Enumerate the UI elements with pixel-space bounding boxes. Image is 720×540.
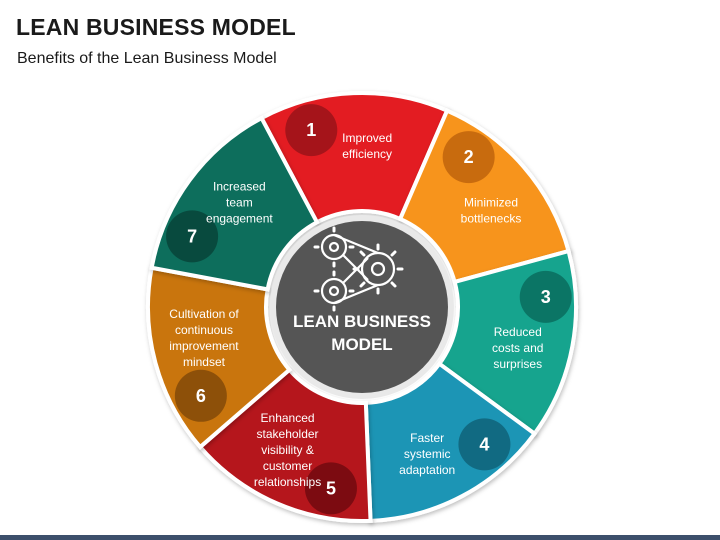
- cycle-segment-5: 5 Enhanced stakeholder visibility & customer…: [197, 366, 373, 523]
- segment-shape-2: [397, 108, 572, 285]
- segment-label-5-line-1: Enhanced: [261, 411, 315, 425]
- page-subtitle: Benefits of the Lean Business Model: [17, 50, 277, 67]
- center-hub: LEAN BUSINESS MODEL: [270, 215, 454, 399]
- segment-label-1-line-2: efficiency: [342, 147, 392, 161]
- number-badge-5: [304, 462, 357, 515]
- segment-label-6-line-4: mindset: [183, 355, 226, 369]
- number-badge-2: [442, 131, 495, 184]
- center-title-line1: LEAN BUSINESS: [293, 312, 431, 331]
- cycle-segment-4: 4 Faster systemic adaptation: [363, 361, 538, 523]
- center-title-line2: MODEL: [331, 335, 392, 354]
- cycle-segment-6: 6 Cultivation of continuous improvement mind…: [146, 265, 293, 450]
- segment-label-5-line-4: customer: [263, 459, 312, 473]
- segment-label-3-line-2: costs and: [492, 341, 543, 355]
- segment-number-3: 3: [541, 287, 551, 307]
- segment-label-4-line-1: Faster: [410, 431, 444, 445]
- segment-label-6-line-2: continuous: [175, 323, 233, 337]
- segment-label-5-line-5: relationships: [254, 475, 321, 489]
- number-badge-7: [166, 210, 219, 263]
- segment-label-2-line-1: Minimized: [464, 196, 518, 210]
- segment-label-4-line-3: adaptation: [399, 463, 455, 477]
- segment-label-7-line-3: engagement: [206, 212, 273, 226]
- number-badge-6: [174, 369, 227, 422]
- center-disc: [276, 221, 448, 393]
- segment-label-6-line-1: Cultivation of: [169, 307, 239, 321]
- segment-label-5-line-2: stakeholder: [257, 427, 319, 441]
- segment-number-1: 1: [306, 120, 316, 140]
- segment-number-2: 2: [464, 147, 474, 167]
- segment-number-7: 7: [187, 226, 197, 246]
- gears-belt-icon: [313, 226, 404, 312]
- segment-shape-4: [363, 361, 538, 523]
- number-badge-1: [285, 104, 338, 157]
- segment-label-7-line-2: team: [226, 196, 253, 210]
- segment-number-5: 5: [326, 478, 336, 498]
- segment-number-4: 4: [479, 434, 489, 454]
- segment-label-4-line-2: systemic: [404, 447, 451, 461]
- segment-label-7-line-1: Increased: [213, 180, 266, 194]
- cycle-segment-7: 7 Increased team engagement: [149, 115, 320, 292]
- segment-label-5-line-3: visibility &: [261, 443, 314, 457]
- segment-label-3-line-3: surprises: [493, 357, 542, 371]
- number-badge-3: [519, 270, 572, 323]
- segment-label-1-line-1: Improved: [342, 131, 392, 145]
- segment-label-2-line-2: bottlenecks: [461, 212, 522, 226]
- segment-label-3-line-1: Reduced: [494, 325, 542, 339]
- page-title: LEAN BUSINESS MODEL: [16, 14, 296, 40]
- segment-label-6-line-3: improvement: [169, 339, 239, 353]
- number-badge-4: [458, 418, 511, 471]
- segment-number-6: 6: [196, 386, 206, 406]
- bottom-bar: [0, 535, 720, 540]
